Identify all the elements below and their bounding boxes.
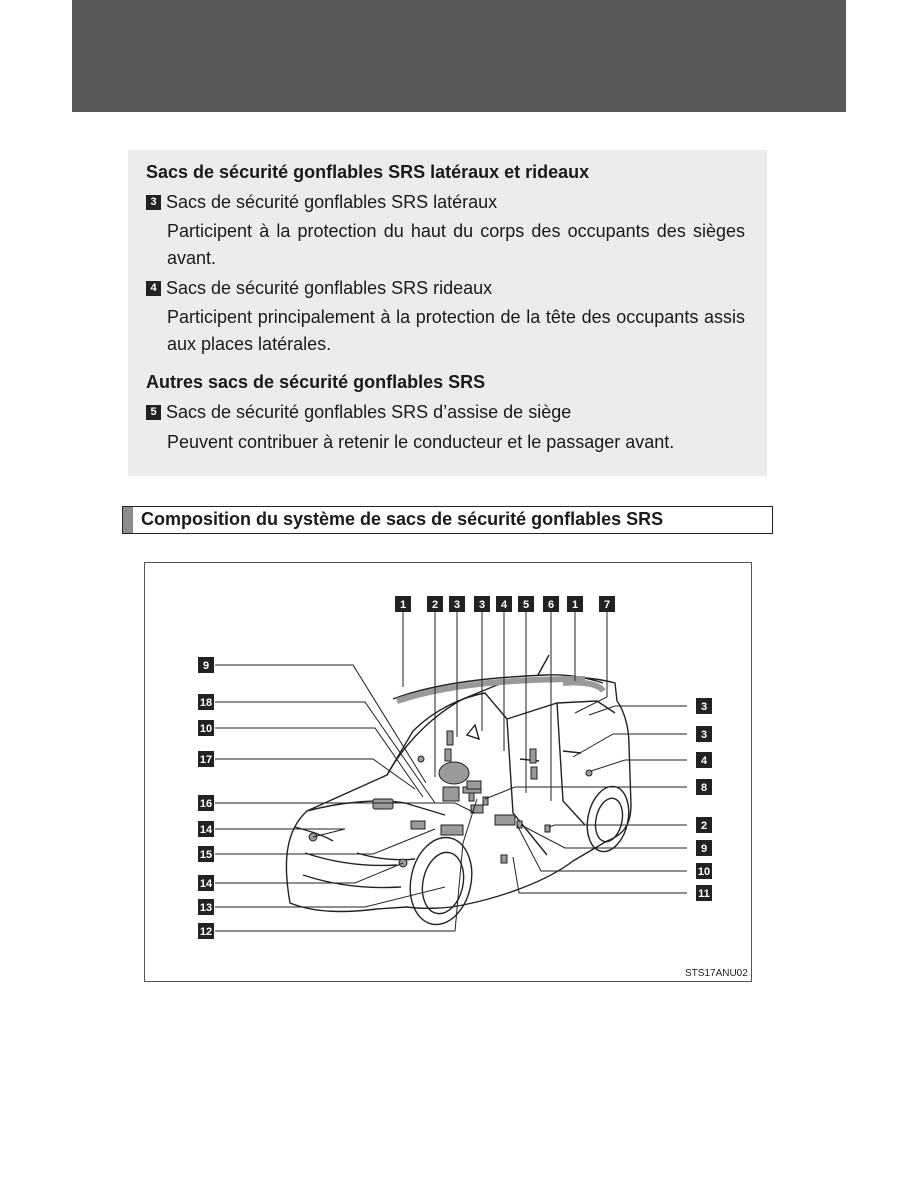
callout-right-2-text: 3 bbox=[701, 729, 707, 741]
heading-other-airbags: Autres sacs de sécurité gonflables SRS bbox=[146, 372, 486, 392]
airbag-components bbox=[308, 730, 593, 868]
callout-right-7-text: 10 bbox=[698, 866, 710, 878]
callout-top-9: 7 bbox=[599, 596, 615, 612]
callout-right-8: 11 bbox=[696, 885, 712, 901]
item-3-desc: Participent à la protection du haut du c… bbox=[167, 221, 745, 268]
callout-right-8-text: 11 bbox=[698, 888, 710, 900]
item-4-title-row: 4 Sacs de sécurité gonflables SRS rideau… bbox=[146, 278, 492, 299]
callout-left-10-text: 12 bbox=[200, 926, 212, 938]
callout-right-6: 9 bbox=[696, 840, 712, 856]
item-3-title: Sacs de sécurité gonflables SRS latéraux bbox=[166, 192, 498, 212]
callout-left-8-text: 14 bbox=[200, 878, 213, 890]
curtain-airbag-rear bbox=[562, 679, 606, 693]
callout-left-1: 9 bbox=[198, 657, 214, 673]
callout-left-4-text: 17 bbox=[200, 754, 212, 766]
callout-top-2: 2 bbox=[427, 596, 443, 612]
item-4-desc: Participent principalement à la protecti… bbox=[167, 307, 745, 354]
item-4-badge: 4 bbox=[146, 281, 161, 296]
car-diagram: STS17ANU02 12334561791810171614151413123… bbox=[198, 596, 748, 979]
header-band bbox=[72, 0, 846, 112]
callout-left-4: 17 bbox=[198, 751, 214, 767]
callout-top-6-text: 5 bbox=[523, 599, 529, 611]
callout-left-3: 10 bbox=[198, 720, 214, 736]
callout-left-8: 14 bbox=[198, 875, 214, 891]
callout-left-5-text: 16 bbox=[200, 798, 212, 810]
info-box: Sacs de sécurité gonflables SRS latéraux… bbox=[128, 150, 767, 476]
section-title-bar: Composition du système de sacs de sécuri… bbox=[122, 506, 773, 534]
callout-right-3: 4 bbox=[696, 752, 712, 768]
car-outline bbox=[285, 654, 632, 926]
callout-left-9: 13 bbox=[198, 899, 214, 915]
callout-right-7: 10 bbox=[696, 863, 712, 879]
callout-left-5: 16 bbox=[198, 795, 214, 811]
callout-left-7-text: 15 bbox=[200, 849, 212, 861]
callout-left-3-text: 10 bbox=[200, 723, 212, 735]
callout-left-2: 18 bbox=[198, 694, 214, 710]
item-5-title-row: 5 Sacs de sécurité gonflables SRS d’assi… bbox=[146, 402, 571, 423]
callout-right-5-text: 2 bbox=[701, 820, 707, 832]
callout-top-5: 4 bbox=[496, 596, 512, 612]
callout-right-4-text: 8 bbox=[701, 782, 707, 794]
callout-right-1-text: 3 bbox=[701, 701, 707, 713]
callout-top-8: 1 bbox=[567, 596, 583, 612]
callout-top-4: 3 bbox=[474, 596, 490, 612]
callout-right-5: 2 bbox=[696, 817, 712, 833]
callout-left-10: 12 bbox=[198, 923, 214, 939]
callout-top-5-text: 4 bbox=[501, 599, 508, 611]
callout-top-3-text: 3 bbox=[454, 599, 460, 611]
item-5-badge: 5 bbox=[146, 405, 161, 420]
callout-right-1: 3 bbox=[696, 698, 712, 714]
callout-top-8-text: 1 bbox=[572, 599, 578, 611]
item-5-title: Sacs de sécurité gonflables SRS d’assise… bbox=[166, 402, 572, 422]
callout-left-2-text: 18 bbox=[200, 697, 212, 709]
callout-top-4-text: 3 bbox=[479, 599, 485, 611]
curtain-airbag bbox=[396, 676, 586, 704]
callout-left-6-text: 14 bbox=[200, 824, 213, 836]
section-accent bbox=[123, 507, 133, 533]
item-3-title-row: 3 Sacs de sécurité gonflables SRS latéra… bbox=[146, 192, 497, 213]
callout-right-2: 3 bbox=[696, 726, 712, 742]
item-4-title: Sacs de sécurité gonflables SRS rideaux bbox=[166, 278, 493, 298]
callout-top-2-text: 2 bbox=[432, 599, 438, 611]
callout-left-7: 15 bbox=[198, 846, 214, 862]
callout-left-9-text: 13 bbox=[200, 902, 212, 914]
callout-top-1: 1 bbox=[395, 596, 411, 612]
item-5-desc: Peuvent contribuer à retenir le conducte… bbox=[167, 432, 675, 452]
callout-right-6-text: 9 bbox=[701, 843, 707, 855]
callout-left-1-text: 9 bbox=[203, 660, 209, 672]
callout-top-1-text: 1 bbox=[400, 599, 406, 611]
callout-right-3-text: 4 bbox=[701, 755, 708, 767]
callout-right-4: 8 bbox=[696, 779, 712, 795]
callout-top-9-text: 7 bbox=[604, 599, 610, 611]
item-3-badge: 3 bbox=[146, 195, 161, 210]
section-title: Composition du système de sacs de sécuri… bbox=[141, 509, 664, 529]
figure-code: STS17ANU02 bbox=[685, 968, 748, 979]
callout-top-7-text: 6 bbox=[548, 599, 554, 611]
callout-left-6: 14 bbox=[198, 821, 214, 837]
callout-top-7: 6 bbox=[543, 596, 559, 612]
callout-top-3: 3 bbox=[449, 596, 465, 612]
leader-lines bbox=[215, 612, 687, 932]
callout-top-6: 5 bbox=[518, 596, 534, 612]
heading-side-curtain: Sacs de sécurité gonflables SRS latéraux… bbox=[146, 162, 590, 182]
